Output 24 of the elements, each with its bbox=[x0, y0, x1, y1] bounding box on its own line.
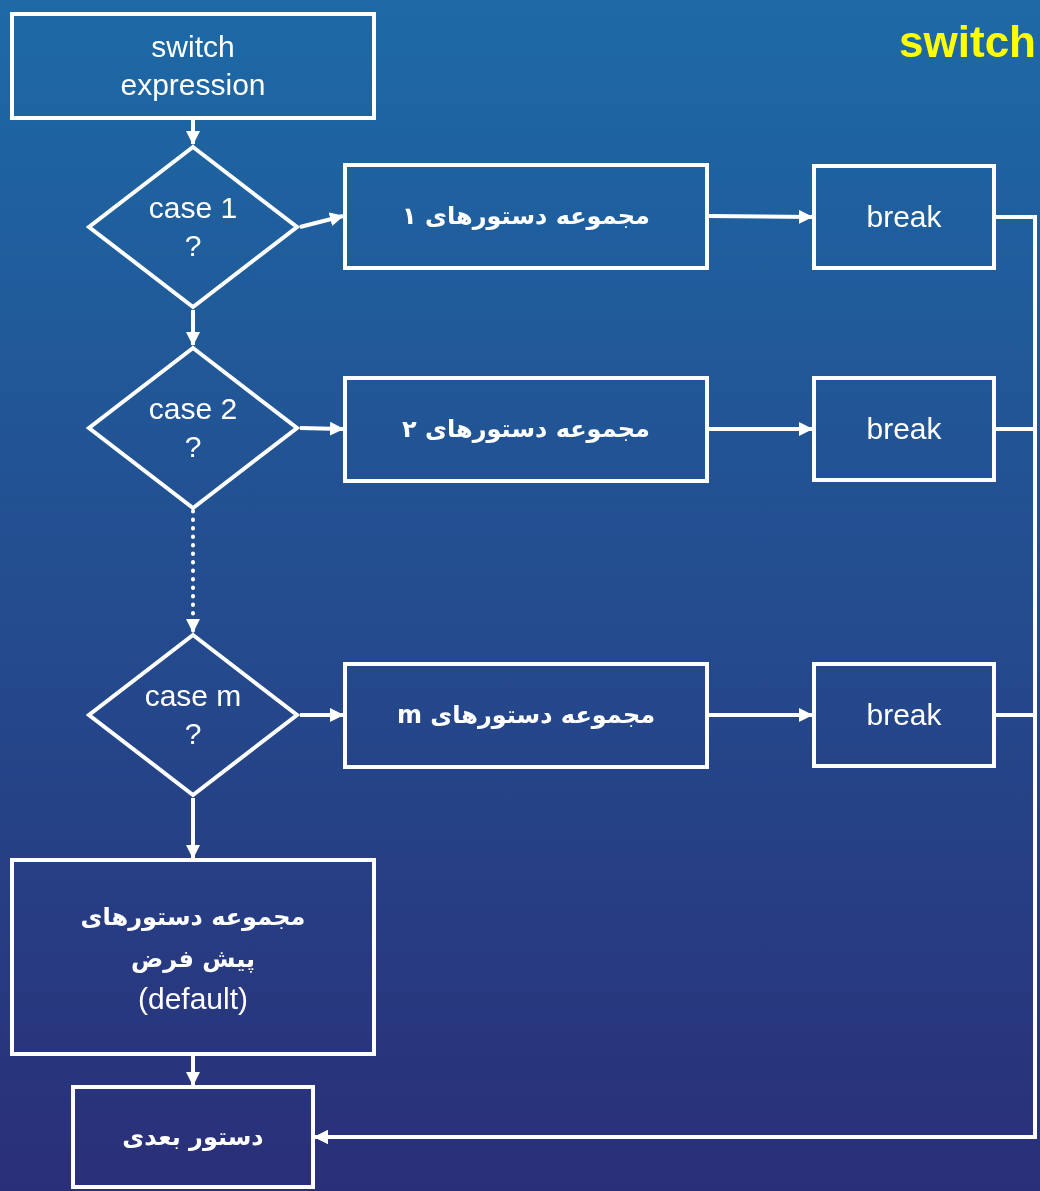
arrow bbox=[709, 708, 813, 722]
decision-diamond: case m ? bbox=[86, 632, 300, 798]
arrow bbox=[186, 120, 200, 145]
arrow bbox=[708, 209, 813, 224]
arrow bbox=[299, 212, 344, 229]
title: switch bbox=[899, 16, 1036, 68]
arrow bbox=[300, 708, 344, 722]
arrow bbox=[314, 713, 1037, 1144]
arrow bbox=[186, 1056, 200, 1086]
break-box: break bbox=[812, 662, 996, 768]
arrow bbox=[709, 422, 813, 436]
process-box: مجموعه دستورهای ۱ bbox=[343, 162, 709, 270]
process-box: switch expression bbox=[10, 12, 376, 120]
process-box: دستور بعدی bbox=[71, 1085, 315, 1189]
arrow bbox=[186, 798, 200, 859]
break-box: break bbox=[812, 164, 996, 270]
process-box: مجموعه دستورهای ۲ bbox=[343, 375, 709, 483]
process-box: مجموعه دستورهای m bbox=[343, 661, 709, 769]
decision-diamond: case 1 ? bbox=[86, 144, 300, 310]
arrow bbox=[186, 310, 200, 346]
arrow bbox=[299, 421, 344, 436]
decision-diamond: case 2 ? bbox=[86, 345, 300, 511]
break-box: break bbox=[812, 376, 996, 482]
dotted-arrow bbox=[186, 509, 200, 634]
